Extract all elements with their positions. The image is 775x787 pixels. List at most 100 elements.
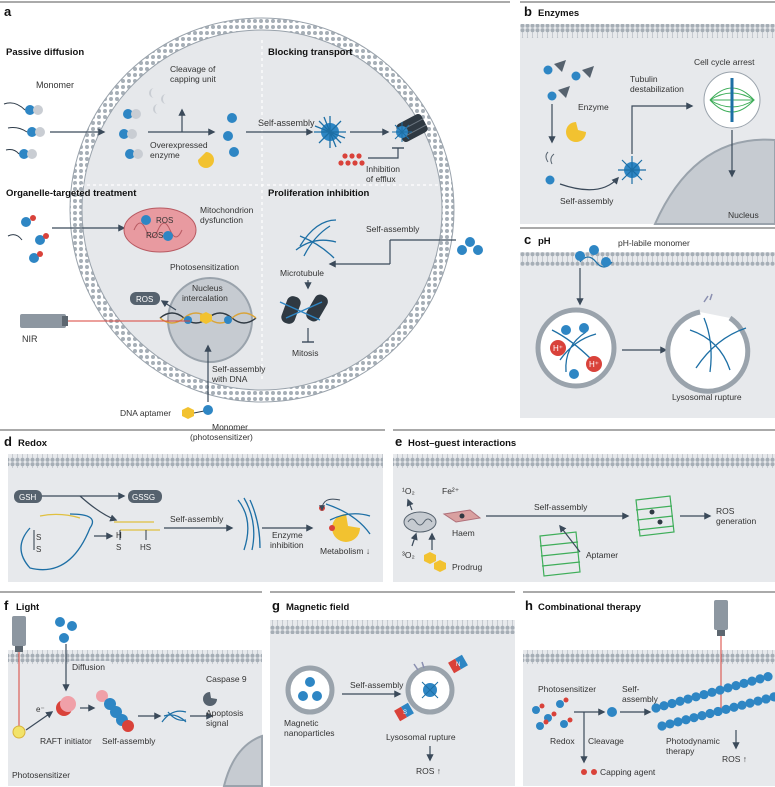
magnet-icon-2	[394, 702, 414, 722]
s-label-3: S	[116, 543, 121, 552]
dna-aptamer-icon	[182, 407, 194, 419]
dna-helix-icon	[159, 312, 257, 324]
polymer-chain-icon	[96, 690, 134, 732]
s-label-2: S	[36, 545, 41, 554]
panel-h: h Combinational therapy Photosensitizer …	[523, 591, 775, 786]
chromosome-icon	[279, 294, 328, 324]
fe-label: Fe²⁺	[442, 486, 460, 496]
section-passive-diffusion: Passive diffusion	[6, 47, 84, 58]
gssg-pill	[128, 490, 162, 503]
fiber-network-icon	[295, 219, 337, 259]
bead	[691, 692, 701, 702]
panel-b-letter: b	[524, 4, 532, 19]
magnetic-label-1: Magnetic	[284, 718, 319, 728]
bead	[665, 719, 675, 729]
bead	[745, 698, 755, 708]
lysosome-icon	[535, 307, 617, 389]
monomer-group	[3, 102, 45, 159]
monomer-pair-right	[457, 237, 483, 255]
bead	[753, 696, 763, 706]
nanofiber-cluster-icon-b	[618, 156, 646, 184]
panel-e-title: Host–guest interactions	[408, 438, 516, 449]
cleavage-label-2: capping unit	[170, 74, 216, 84]
sa-label-h-1: Self-	[622, 684, 640, 694]
magnetic-nanoparticles-icon	[285, 665, 335, 715]
panel-g-title: Magnetic field	[286, 602, 350, 613]
panel-g-letter: g	[272, 598, 280, 613]
fiber-bundle-icon-d	[237, 497, 261, 551]
photosensitization-label: Photosensitization	[170, 262, 239, 272]
panel-f: f Light Diffusion e⁻ RAFT initiator S	[0, 591, 263, 787]
cleavage-label-h: Cleavage	[588, 736, 624, 746]
bead	[747, 676, 757, 686]
efflux-fiber-icon	[392, 122, 412, 142]
singlet-o2-label: ¹O₂	[402, 486, 415, 496]
bead	[705, 708, 715, 719]
pdt-label-2: therapy	[666, 746, 695, 756]
tubulin-label-1: Tubulin	[630, 74, 658, 84]
self-assembly-label-a1: Self-assembly	[258, 118, 315, 128]
mito-label-2: dysfunction	[200, 215, 243, 225]
h-label: H	[116, 531, 122, 540]
bead	[657, 721, 667, 731]
enz-inhib-label-1: Enzyme	[272, 530, 303, 540]
panel-e: e Host–guest interactions ¹O₂ Fe²⁺ ³O₂ H…	[393, 429, 775, 582]
prodrug-label: Prodrug	[452, 562, 483, 572]
ros-label-mito-1: ROS	[156, 216, 173, 225]
lysosome-magnet-icon	[405, 661, 455, 715]
nucleus-label-1: Nucleus	[192, 283, 223, 293]
nucleus-label-b: Nucleus	[728, 210, 759, 220]
panel-d-title: Redox	[18, 438, 48, 449]
magnet-s-label: S	[403, 710, 407, 716]
bead	[739, 678, 749, 688]
triplet-o2-label: ³O₂	[402, 550, 415, 560]
sa-label-h-2: assembly	[622, 694, 659, 704]
mitochondrion-icon-e	[403, 511, 437, 533]
gsh-pill	[14, 490, 42, 503]
haem-label: Haem	[452, 528, 475, 538]
lysosomal-rupture-label-g: Lysosomal rupture	[386, 732, 456, 742]
bead	[755, 674, 765, 684]
ros-gen-label-1: ROS	[716, 506, 735, 516]
apoptosis-label-2: signal	[206, 718, 228, 728]
ros-gen-label-2: generation	[716, 516, 756, 526]
monomer-enzyme-b	[543, 60, 594, 101]
panel-a: a Passive diffusion Blocking transport O…	[0, 1, 510, 442]
capped-monomers-h	[532, 697, 573, 730]
enzyme-icon	[198, 152, 214, 168]
enz-inhib-label-2: inhibition	[270, 540, 304, 550]
bead	[681, 715, 691, 725]
enzyme-inhibited-icon-d	[319, 498, 371, 542]
section-proliferation-inhibition: Proliferation inhibition	[268, 188, 370, 199]
cleaved-monomer-b	[545, 151, 555, 185]
dna-aptamer-label: DNA aptamer	[120, 408, 171, 418]
bead	[697, 711, 707, 721]
sa-label-b: Self-assembly	[560, 196, 614, 206]
membrane-h	[523, 650, 775, 664]
section-blocking-transport: Blocking transport	[268, 47, 353, 58]
monomer-inside	[119, 109, 143, 159]
hplus-label-1: H⁺	[553, 344, 563, 353]
membrane-f	[8, 650, 262, 664]
panel-c-title: pH	[538, 236, 551, 247]
panel-c-letter: c	[524, 232, 531, 247]
redox-label-h: Redox	[550, 736, 575, 746]
capping-label: Capping agent	[600, 767, 656, 777]
monomer-ps-label-2: (photosensitizer)	[190, 432, 253, 442]
nir-label: NIR	[22, 334, 38, 344]
membrane-d	[8, 454, 383, 468]
bead	[675, 696, 685, 706]
bead	[769, 692, 775, 702]
panel-b-title: Enzymes	[538, 8, 579, 19]
panel-f-letter: f	[4, 598, 9, 613]
photosensitizer-icon-f	[12, 725, 26, 739]
tubulin-label-2: destabilization	[630, 84, 684, 94]
haem-icon	[442, 509, 482, 523]
bead	[731, 681, 741, 691]
panel-c: c pH pH-labile monomer H⁺ H⁺ Lysosomal	[520, 227, 775, 418]
light-source-icon-h	[714, 600, 728, 636]
nucleus-f	[222, 734, 263, 787]
membrane-e	[393, 454, 775, 468]
capping-units	[149, 88, 166, 114]
electron-label: e⁻	[36, 705, 45, 714]
